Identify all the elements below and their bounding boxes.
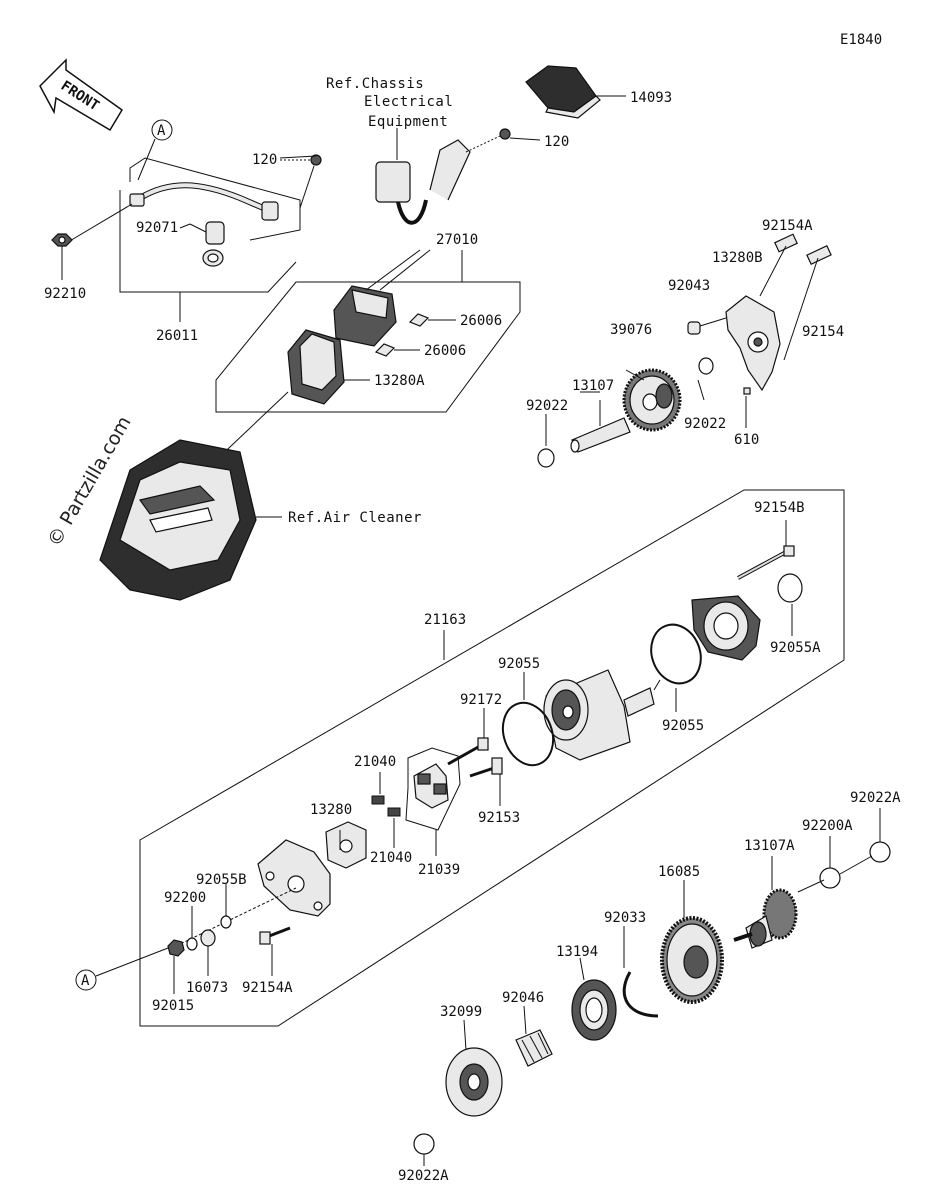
label-92043: 92043 (668, 278, 710, 294)
svg-text:A: A (81, 973, 90, 989)
label-92055-a: 92055 (498, 656, 540, 672)
cable-assembly-26011 (51, 154, 322, 322)
ref-chassis-line1: Ref.Chassis (326, 76, 424, 92)
brush-holder-21039 (405, 747, 461, 856)
label-92154A-bottom: 92154A (242, 980, 293, 996)
through-bolt-92154B (737, 545, 795, 580)
label-92154A-top: 92154A (762, 218, 813, 234)
label-13280A: 13280A (374, 373, 425, 389)
label-92055B: 92055B (196, 872, 247, 888)
ref-air-cleaner: Ref.Air Cleaner (288, 510, 422, 526)
label-26011: 26011 (156, 328, 198, 344)
air-cleaner-housing (99, 439, 282, 601)
front-cover (691, 595, 761, 661)
brush-plate-13280 (325, 821, 367, 869)
label-21040-a: 21040 (354, 754, 396, 770)
label-92015: 92015 (152, 998, 194, 1014)
o-ring-92055-left (501, 701, 555, 767)
label-92154: 92154 (802, 324, 844, 340)
label-21163: 21163 (424, 612, 466, 628)
idle-gear-group (537, 233, 832, 468)
label-16073: 16073 (186, 980, 228, 996)
label-92022A-right: 92022A (850, 790, 901, 806)
label-92046: 92046 (502, 990, 544, 1006)
label-92055A: 92055A (770, 640, 821, 656)
shaft-13107 (570, 417, 631, 453)
clutch-gear-32099 (445, 1047, 503, 1117)
diagram-code: E1840 (840, 32, 882, 48)
label-120-a: 120 (252, 152, 277, 168)
label-92022A-bottom: 92022A (398, 1168, 449, 1184)
label-92055-b: 92055 (662, 718, 704, 734)
o-ring-92055-right (650, 623, 702, 685)
front-arrow-icon: FRONT (39, 58, 123, 132)
marker-a-top: A (137, 119, 173, 181)
label-14093: 14093 (630, 90, 672, 106)
label-92022-b: 92022 (684, 416, 726, 432)
washer-92022A-bottom (413, 1133, 435, 1155)
gear-39076 (622, 368, 682, 432)
label-16085: 16085 (658, 864, 700, 880)
one-way-clutch-13194 (571, 979, 617, 1041)
label-13107A: 13107A (744, 838, 795, 854)
label-92200: 92200 (164, 890, 206, 906)
gear-13107A (733, 888, 798, 949)
brush-springs-21040 (371, 772, 401, 848)
fuse-26006-b (374, 343, 420, 357)
bolt-92154A-bottom (259, 926, 291, 945)
label-39076: 39076 (610, 322, 652, 338)
label-32099: 32099 (440, 1004, 482, 1020)
starter-relay-27010 (333, 249, 431, 347)
label-26006-a: 26006 (460, 313, 502, 329)
connector-chassis (375, 128, 541, 225)
cover-14093 (525, 65, 626, 119)
ref-chassis-line2: Electrical (364, 94, 453, 110)
label-13107: 13107 (572, 378, 614, 394)
label-92022-a: 92022 (526, 398, 568, 414)
label-92033: 92033 (604, 910, 646, 926)
fuse-26006-a (408, 313, 456, 327)
label-21039: 21039 (418, 862, 460, 878)
label-13280B: 13280B (712, 250, 763, 266)
armature (543, 669, 661, 761)
marker-a-bottom: A (75, 947, 169, 991)
label-92071: 92071 (136, 220, 178, 236)
screw-92153 (469, 757, 503, 778)
o-ring-92055A (777, 573, 803, 603)
label-92210: 92210 (44, 286, 86, 302)
label-13194: 13194 (556, 944, 598, 960)
washer-92200A (819, 867, 841, 889)
needle-bearing-92046 (515, 1029, 553, 1067)
end-cover (257, 839, 331, 917)
label-27010: 27010 (436, 232, 478, 248)
label-120-b: 120 (544, 134, 569, 150)
label-92154B: 92154B (754, 500, 805, 516)
label-610: 610 (734, 432, 759, 448)
label-92172: 92172 (460, 692, 502, 708)
label-21040-b: 21040 (370, 850, 412, 866)
gear-16085 (660, 916, 724, 1004)
ref-chassis-line3: Equipment (368, 114, 448, 130)
circlip-92033 (622, 971, 659, 1018)
washer-92022A-right (869, 841, 891, 863)
label-92200A: 92200A (802, 818, 853, 834)
label-26006-b: 26006 (424, 343, 466, 359)
label-13280: 13280 (310, 802, 352, 818)
label-92153: 92153 (478, 810, 520, 826)
relay-cover-13280A (211, 329, 370, 465)
svg-text:A: A (157, 123, 166, 139)
screw-92172 (447, 737, 489, 766)
